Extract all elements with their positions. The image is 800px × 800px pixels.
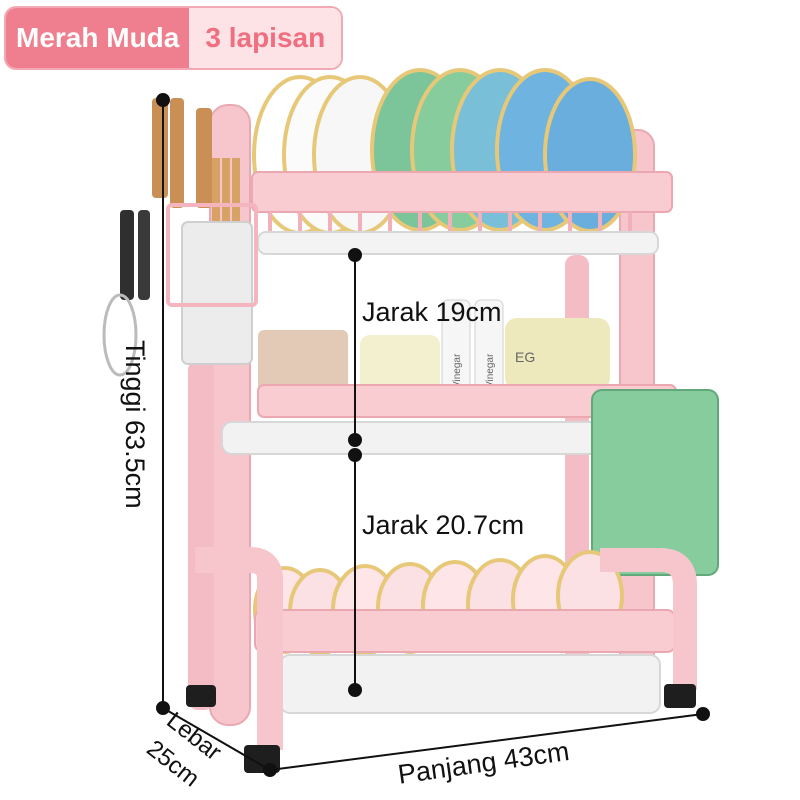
rack-post-front-left: [188, 360, 214, 710]
color-label: Merah Muda: [6, 8, 190, 68]
bottom-frame-curve-left: [195, 547, 283, 750]
dimension-lines: [156, 93, 710, 777]
tier-label: 3 lapisan: [189, 8, 342, 68]
top-drip-tray: [257, 231, 659, 255]
middle-tier-items: [258, 299, 610, 396]
foot-back-left: [186, 685, 216, 707]
gap-top-label: Jarak 19cm: [362, 297, 502, 327]
foot-right: [664, 684, 696, 708]
bottom-frame-curve-right: [600, 548, 697, 690]
bottle-print-1: Vinegar: [452, 353, 463, 388]
appliance-print: EG: [515, 349, 535, 365]
cutting-board: [591, 389, 719, 576]
variant-badge: Merah Muda 3 lapisan: [4, 6, 344, 70]
top-basket-wires: [268, 212, 632, 232]
height-label: Tinggi 63.5cm: [120, 340, 150, 509]
bottom-basket: [254, 609, 676, 653]
bottle-print-2: Vinegar: [485, 353, 496, 388]
bottom-drip-tray: [279, 654, 661, 714]
top-basket: [251, 171, 673, 213]
gap-bottom-label: Jarak 20.7cm: [362, 510, 525, 540]
utensil-holder: [102, 98, 258, 377]
